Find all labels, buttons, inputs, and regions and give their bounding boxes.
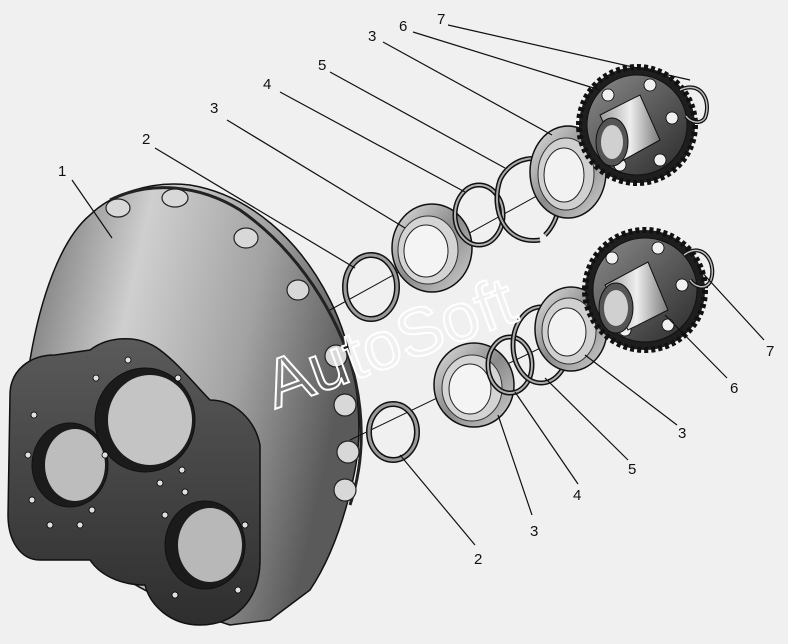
upper-bearing-3a — [391, 203, 473, 293]
callout-labels: 1 2 3 4 5 3 6 7 7 6 3 5 4 3 2 — [58, 11, 774, 568]
callout-3-upper-right: 3 — [368, 28, 376, 45]
callout-2-lower: 2 — [474, 551, 482, 568]
lower-gear-6 — [582, 227, 708, 353]
callout-1: 1 — [58, 163, 66, 180]
upper-snap-ring-7 — [679, 85, 709, 125]
callout-6-upper: 6 — [399, 18, 407, 35]
lower-snap-ring-2 — [366, 401, 420, 463]
callout-5-lower: 5 — [628, 461, 636, 478]
callout-3-lower-right: 3 — [678, 425, 686, 442]
callout-7-upper: 7 — [437, 11, 445, 28]
upper-snap-ring-2 — [342, 252, 400, 322]
leader-lines — [71, 24, 765, 546]
callout-4-lower: 4 — [573, 487, 581, 504]
callout-2-upper: 2 — [142, 131, 150, 148]
callout-3-lower-left: 3 — [530, 523, 538, 540]
callout-4-upper: 4 — [263, 76, 271, 93]
lower-ring-4 — [485, 334, 535, 396]
upper-ring-4 — [452, 182, 506, 248]
upper-gear-6 — [576, 64, 698, 186]
callout-6-lower: 6 — [730, 380, 738, 397]
housing-bores — [31, 367, 246, 590]
flange-bolt-holes — [24, 356, 249, 599]
callout-5-upper: 5 — [318, 57, 326, 74]
housing — [7, 183, 363, 626]
rim-bolt-bosses — [105, 188, 360, 502]
callout-3-upper-left: 3 — [210, 100, 218, 117]
callout-7-lower: 7 — [766, 343, 774, 360]
